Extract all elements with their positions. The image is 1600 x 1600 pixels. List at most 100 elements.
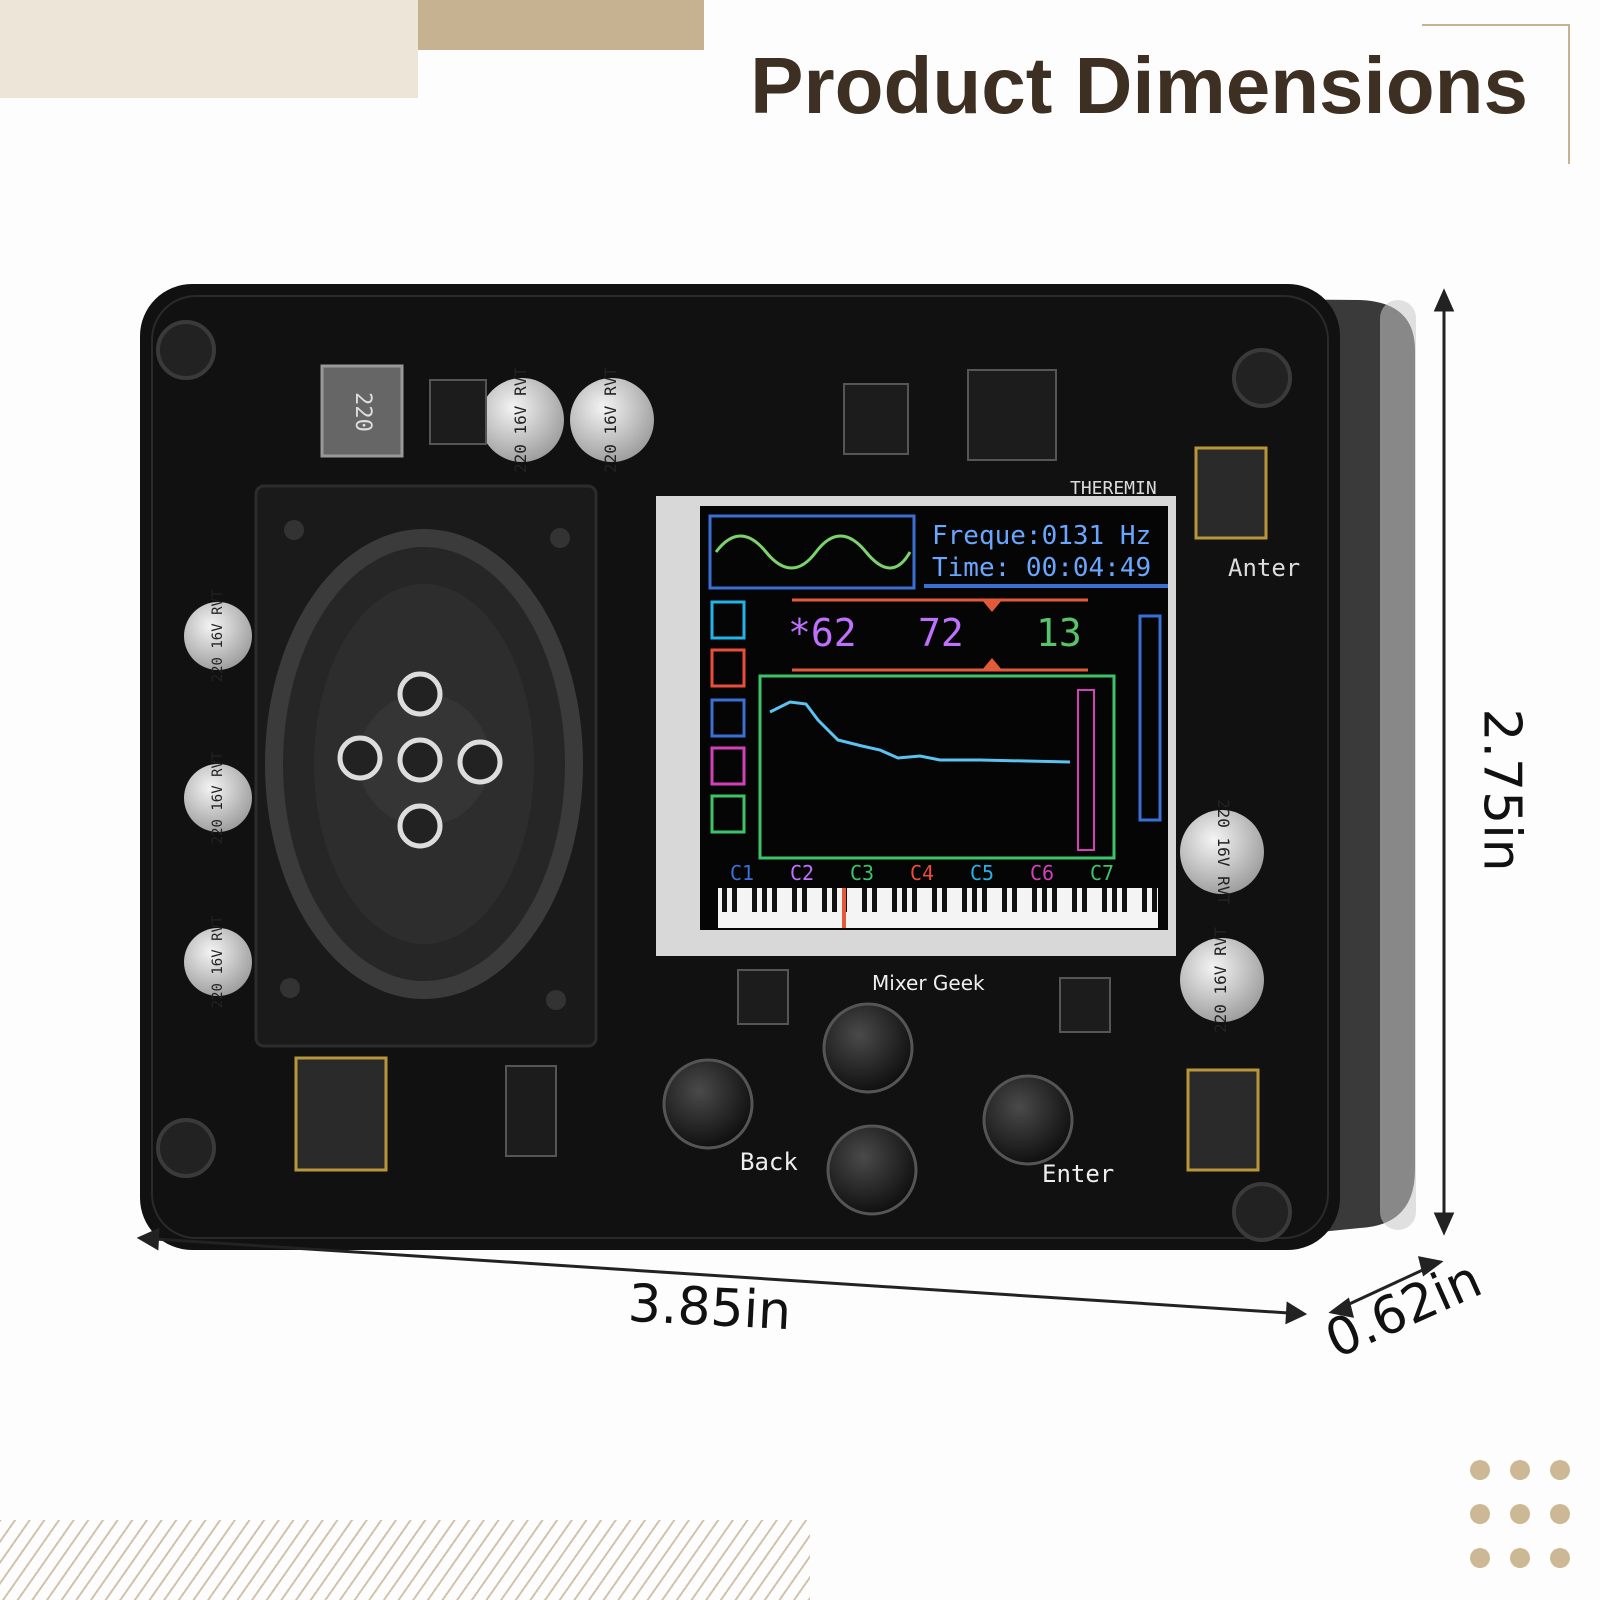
piano-black-key xyxy=(1142,888,1147,912)
page-title: Product Dimensions xyxy=(750,41,1528,130)
audio-jack xyxy=(1194,446,1268,540)
knob xyxy=(826,1124,918,1216)
time-readout: Time: 00:04:49 xyxy=(932,553,1151,583)
capacitor-top-2: 220 16V RVT xyxy=(570,367,654,473)
piano-black-key xyxy=(1152,888,1157,912)
chip xyxy=(429,379,487,445)
capacitor-right-1: 220 16V RVT xyxy=(1180,799,1264,905)
piano-black-key xyxy=(1042,888,1047,912)
decorative-band-light xyxy=(0,0,418,98)
frequency-readout: Freque:0131 Hz xyxy=(932,521,1151,551)
svg-text:220 16V RVT: 220 16V RVT xyxy=(601,367,620,473)
decorative-dots xyxy=(1470,1460,1570,1580)
width-dimension-label: 3.85in xyxy=(626,1273,793,1343)
capacitor-left-3: 220 16V RVT xyxy=(184,915,252,1008)
knob xyxy=(822,1002,914,1094)
inductor-label: 220 xyxy=(350,392,375,432)
level-bar xyxy=(1138,614,1162,822)
chip xyxy=(843,383,909,455)
inductor xyxy=(320,364,404,458)
capacitor-right-2: 220 16V RVT xyxy=(1180,927,1264,1033)
piano-black-key xyxy=(1082,888,1087,912)
mixer-label: Mixer Geek xyxy=(872,971,985,995)
menu-icon-4 xyxy=(710,746,746,786)
octave-label: C7 xyxy=(1090,861,1114,885)
knob xyxy=(982,1074,1074,1166)
piano-black-key xyxy=(972,888,977,912)
octave-label: C1 xyxy=(730,861,754,885)
case-edge xyxy=(1380,300,1416,1230)
piano-black-key xyxy=(982,888,987,912)
piano-black-key xyxy=(1102,888,1107,912)
piano-black-key xyxy=(1052,888,1057,912)
corner-frame-top xyxy=(1422,24,1570,26)
width-arrow xyxy=(136,1227,1308,1325)
mount-hole xyxy=(1232,1182,1292,1242)
board-inner xyxy=(151,295,1329,1239)
svg-text:220 16V RVT: 220 16V RVT xyxy=(511,367,530,473)
piano-black-key xyxy=(832,888,837,912)
piano-black-key xyxy=(732,888,737,912)
value-b: 72 xyxy=(918,611,964,655)
menu-icon-1 xyxy=(710,600,746,640)
piano-black-key xyxy=(1002,888,1007,912)
mount-hole xyxy=(1232,348,1292,408)
audio-jack xyxy=(1186,1068,1260,1172)
piano-black-key xyxy=(762,888,767,912)
octave-label: C6 xyxy=(1030,861,1054,885)
piano-black-key xyxy=(1012,888,1017,912)
decorative-hatch xyxy=(0,1520,810,1600)
enter-label: Enter xyxy=(1042,1160,1114,1188)
menu-icon-2 xyxy=(710,648,746,688)
depth-arrow xyxy=(1328,1256,1444,1318)
menu-icon-5 xyxy=(710,794,746,834)
pitch-graph xyxy=(758,674,1116,860)
svg-text:220 16V RVT: 220 16V RVT xyxy=(1214,799,1233,905)
piano-black-key xyxy=(772,888,777,912)
mount-hole xyxy=(156,320,216,380)
corner-frame-right xyxy=(1568,24,1570,164)
svg-text:220 16V RVT: 220 16V RVT xyxy=(210,751,226,844)
antenna-label: Anter xyxy=(1228,554,1300,582)
octave-label: C3 xyxy=(850,861,874,885)
capacitor-top-1: 220 16V RVT xyxy=(480,367,564,473)
piano-black-key xyxy=(912,888,917,912)
brand-label: THEREMIN xyxy=(1070,478,1157,499)
piano-black-key xyxy=(902,888,907,912)
piano-black-key xyxy=(1122,888,1127,912)
piano-keyboard xyxy=(718,888,1158,928)
chip xyxy=(737,969,789,1025)
piano-black-key xyxy=(1072,888,1077,912)
chip-main xyxy=(967,369,1057,461)
piano-black-key xyxy=(1112,888,1117,912)
piano-black-key xyxy=(822,888,827,912)
svg-text:220 16V RVT: 220 16V RVT xyxy=(210,915,226,1008)
capacitor-left-2: 220 16V RVT xyxy=(184,751,252,844)
piano-black-key xyxy=(892,888,897,912)
height-arrow xyxy=(1433,288,1455,1236)
mount-hole xyxy=(156,1118,216,1178)
height-dimension-label: 2.75in xyxy=(1471,708,1532,872)
audio-jack xyxy=(294,1056,388,1172)
back-label: Back xyxy=(740,1148,798,1176)
piano-black-key xyxy=(722,888,727,912)
svg-text:220 16V RVT: 220 16V RVT xyxy=(210,589,226,682)
piano-black-key xyxy=(942,888,947,912)
piano-black-key xyxy=(802,888,807,912)
knob xyxy=(662,1058,754,1150)
decorative-band-tan xyxy=(418,0,704,50)
piano-black-key xyxy=(1032,888,1037,912)
piano-black-key xyxy=(752,888,757,912)
chip xyxy=(1059,977,1111,1033)
value-a: *62 xyxy=(788,611,857,655)
piano-black-key xyxy=(962,888,967,912)
capacitor-left-1: 220 16V RVT xyxy=(184,589,252,682)
pitch-curve xyxy=(769,700,1071,764)
octave-label: C5 xyxy=(970,861,994,885)
octave-label: C4 xyxy=(910,861,934,885)
menu-icon-3 xyxy=(710,698,746,738)
piano-black-key xyxy=(862,888,867,912)
piano-black-key xyxy=(872,888,877,912)
